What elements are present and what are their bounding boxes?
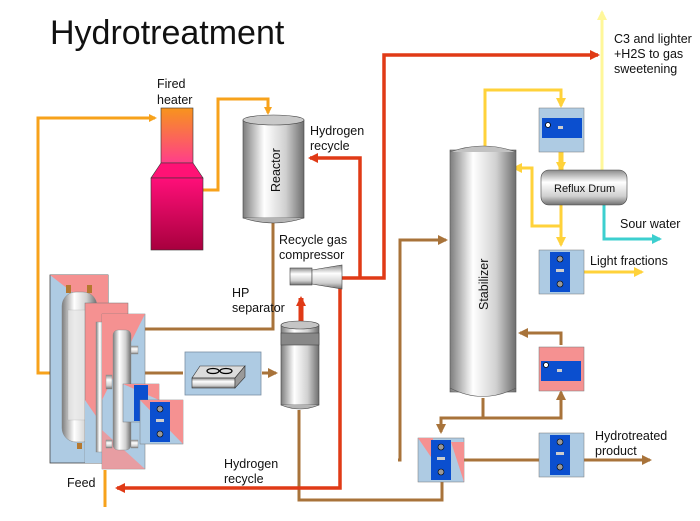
product-cooler[interactable]: [538, 432, 585, 478]
hydrogen-line: [115, 50, 600, 493]
fired-heater-label-1: Fired: [157, 77, 186, 91]
light-fractions-label: Light fractions: [590, 254, 668, 268]
fired-heater[interactable]: [150, 107, 204, 251]
overhead-line: [483, 88, 644, 277]
compressor-label-2: compressor: [279, 248, 344, 262]
feed-effluent-exchangers[interactable]: [49, 274, 184, 470]
reflux-drum[interactable]: [540, 169, 628, 206]
hp-separator-label-2: separator: [232, 301, 285, 315]
hydrogen-recycle-bottom-label-1: Hydrogen: [224, 457, 278, 471]
feed-label: Feed: [67, 476, 96, 490]
reflux-drum-label: Reflux Drum: [554, 183, 615, 195]
light-fractions-cooler[interactable]: [538, 249, 585, 295]
air-cooler[interactable]: [184, 351, 262, 396]
sour-water-line: [602, 204, 662, 244]
reboiler[interactable]: [538, 346, 585, 392]
sour-water-label: Sour water: [620, 217, 680, 231]
hydrogen-recycle-bottom-label-2: recycle: [224, 472, 264, 486]
page-title: Hydrotreatment: [50, 14, 285, 52]
overhead-condenser[interactable]: [538, 107, 585, 153]
compressor-label-1: Recycle gas: [279, 233, 347, 247]
feed-bottoms-exchanger[interactable]: [417, 437, 465, 483]
feed-line: [36, 97, 272, 507]
stabilizer-label: Stabilizer: [477, 259, 491, 310]
hydrogen-recycle-top-label-1: Hydrogen: [310, 124, 364, 138]
product-line: [143, 222, 652, 502]
hp-separator-label-1: HP: [232, 286, 249, 300]
fired-heater-label-2: heater: [157, 93, 192, 107]
hydrotreated-product-label-1: Hydrotreated: [595, 429, 667, 443]
reactor-label: Reactor: [269, 148, 283, 192]
hydrotreated-product-label-2: product: [595, 444, 637, 458]
gas-sweetening-label-1: C3 and lighter: [614, 32, 692, 46]
recycle-gas-compressor[interactable]: [289, 264, 343, 290]
stabilizer-column[interactable]: [449, 145, 517, 397]
hydrogen-recycle-top-label-2: recycle: [310, 139, 350, 153]
reactor-vessel[interactable]: [242, 114, 305, 224]
gas-sweetening-label-2: +H2S to gas: [614, 47, 683, 61]
hp-separator[interactable]: [280, 320, 320, 410]
gas-sweetening-label-3: sweetening: [614, 62, 677, 76]
